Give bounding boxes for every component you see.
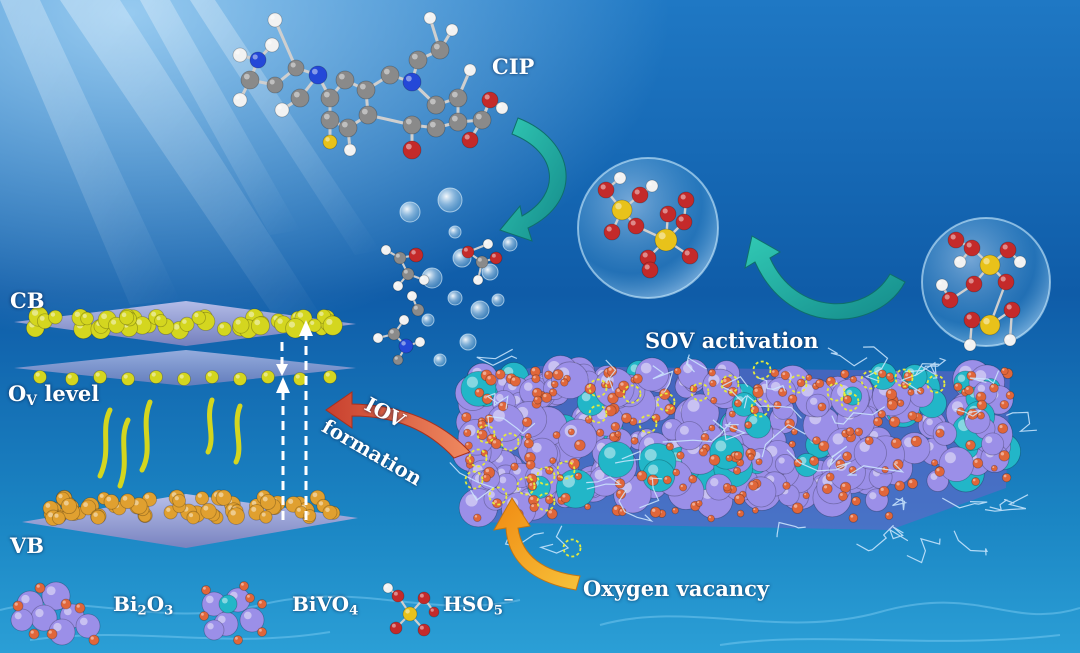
conduction-band-label: CB [10,288,45,313]
light-rays [0,0,380,340]
bi2o3-cluster-icon [10,581,101,646]
sov-activation-label: SOV activation [645,328,819,353]
legend-bivo4-label: BiVO4 [292,592,359,619]
oxygen-vacancy-level-label: OV level [8,381,100,409]
legend-bi2o3-label: Bi2O3 [113,592,174,619]
legend-hso5-label: HSO5− [443,592,515,619]
oxygen-vacancy-arrow [493,497,581,591]
activation-arrow [744,235,906,320]
peroxymonosulfate-cluster-icon [597,171,699,279]
hso5-molecule-icon [382,582,440,637]
bivo4-cluster-icon [199,581,267,645]
degradation-fragments [372,238,503,366]
oxygen-vacancy-label: Oxygen vacancy [583,576,770,601]
valence-band-label: VB [10,533,45,558]
band-diagram [14,301,358,548]
catalyst-slab [449,346,1037,564]
ciprofloxacin-molecule-icon [232,11,509,160]
degradation-arrow [499,117,567,242]
iov-formation-arrow [325,391,471,459]
peroxymonosulfate-cluster-icon [935,231,1027,352]
degradation-bubbles [399,187,518,367]
cip-label: CIP [492,54,535,79]
